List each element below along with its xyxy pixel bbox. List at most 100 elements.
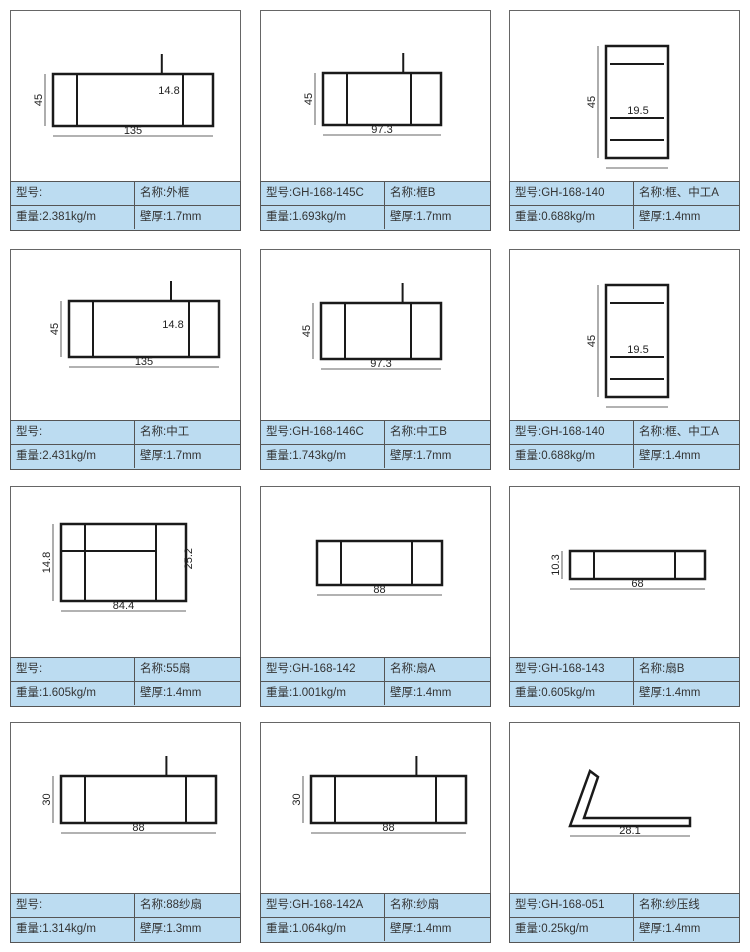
dimension-width: 97.3 [370, 358, 391, 370]
profile-drawing: 19.5 45 [586, 44, 670, 169]
wall-thickness: 壁厚:1.4mm [140, 687, 202, 699]
profile-drawing: 19.5 45 [586, 283, 670, 408]
weight: 重量:0.25kg/m [510, 918, 634, 941]
profile-card: 88 30 型号:GH-168-142A 名称:纱扇重量:1.064kg/m 壁厚:1.… [260, 722, 491, 943]
dimension-width: 88 [132, 822, 144, 834]
profile-shape [67, 299, 221, 359]
dimension-height: 30 [41, 793, 53, 805]
weight: 重量:2.381kg/m [11, 206, 135, 229]
profile-name: 名称:88纱扇 [140, 899, 202, 911]
profile-drawing: 97.345 [301, 283, 443, 370]
weight: 重量:1.001kg/m [261, 682, 385, 705]
profile-shape [315, 539, 444, 587]
profile-drawing: 97.3 45 [303, 53, 443, 136]
weight: 重量:2.431kg/m [11, 445, 135, 468]
dimension-height: 45 [586, 96, 598, 108]
profile-shape [604, 44, 670, 160]
dimension-width: 97.3 [371, 124, 392, 136]
profile-name: 名称:扇B [639, 663, 685, 675]
weight: 重量:1.064kg/m [261, 918, 385, 941]
dimension-width: 88 [382, 822, 394, 834]
profile-shape [604, 283, 670, 399]
wall-thickness: 壁厚:1.3mm [140, 923, 202, 935]
profile-name: 名称:中工B [390, 426, 447, 438]
wall-thickness: 壁厚:1.4mm [639, 211, 701, 223]
model-number: 型号:GH-168-145C [261, 182, 385, 205]
dimension-inner: 19.5 [627, 105, 648, 117]
wall-thickness: 壁厚:1.4mm [639, 687, 701, 699]
wall-thickness: 壁厚:1.4mm [390, 923, 452, 935]
spec-table: 型号:GH-168-146C 名称:中工B 重量:1.743kg/m 壁厚:1.7mm [260, 420, 491, 470]
profile-name: 名称:框、中工A [639, 187, 719, 199]
profile-shape [321, 71, 443, 127]
wall-thickness: 壁厚:1.7mm [390, 450, 452, 462]
profile-name: 名称:纱扇 [390, 899, 440, 911]
dimension-inner: 19.5 [627, 344, 648, 356]
weight: 重量:1.743kg/m [261, 445, 385, 468]
model-number: 型号:GH-168-140 [510, 421, 634, 444]
profile-name: 名称:纱压线 [639, 899, 700, 911]
dimension-height: 45 [33, 94, 45, 106]
dimension-height: 45 [49, 323, 61, 335]
model-number: 型号:GH-168-142 [261, 658, 385, 681]
spec-table: 型号:GH-168-142A 名称:纱扇重量:1.064kg/m 壁厚:1.4mm [260, 893, 491, 943]
dimension-height: 45 [303, 93, 315, 105]
dimension-inner: 14.8 [158, 85, 179, 97]
dimension-width: 135 [135, 356, 153, 368]
wall-thickness: 壁厚:1.7mm [390, 211, 452, 223]
weight: 重量:0.605kg/m [510, 682, 634, 705]
weight: 重量:1.605kg/m [11, 682, 135, 705]
profile-drawing: 88 [315, 539, 444, 596]
dimension-height: 45 [586, 335, 598, 347]
profile-shape [59, 522, 188, 603]
profile-shape [568, 768, 692, 828]
profile-card: 88 30 型号: 名称:88纱扇重量:1.314kg/m 壁厚:1.3mm [10, 722, 241, 943]
dimension-side: 25.2 [183, 548, 195, 569]
model-number: 型号:GH-168-051 [510, 894, 634, 917]
wall-thickness: 壁厚:1.4mm [390, 687, 452, 699]
dimension-height: 30 [291, 793, 303, 805]
wall-thickness: 壁厚:1.7mm [140, 450, 202, 462]
dimension-height: 14.8 [41, 552, 53, 573]
model-number: 型号:GH-168-146C [261, 421, 385, 444]
spec-table: 型号:GH-168-143 名称:扇B 重量:0.605kg/m 壁厚:1.4mm [509, 657, 740, 707]
model-number: 型号: [11, 894, 135, 917]
profile-drawing: 88 30 [291, 756, 468, 834]
model-number: 型号: [11, 182, 135, 205]
model-number: 型号:GH-168-143 [510, 658, 634, 681]
profile-drawing: 135 45 14.8 [33, 54, 215, 137]
profile-name: 名称:框B [390, 187, 436, 199]
profile-name: 名称:框、中工A [639, 426, 719, 438]
wall-thickness: 壁厚:1.7mm [140, 211, 202, 223]
spec-table: 型号:GH-168-145C 名称:框B 重量:1.693kg/m 壁厚:1.7mm [260, 181, 491, 231]
profile-shape [309, 774, 468, 825]
weight: 重量:1.693kg/m [261, 206, 385, 229]
profile-shape [319, 301, 443, 361]
profile-card: 97.3 45 型号:GH-168-145C 名称:框B 重量:1.693kg/m 壁厚:… [260, 10, 491, 231]
profile-drawing: 28.1 [568, 768, 692, 837]
dimension-width: 135 [124, 125, 142, 137]
model-number: 型号:GH-168-142A [261, 894, 385, 917]
profile-drawing: 88 30 [41, 756, 218, 834]
weight: 重量:0.688kg/m [510, 206, 634, 229]
wall-thickness: 壁厚:1.4mm [639, 450, 701, 462]
dimension-width: 28.1 [619, 825, 640, 837]
profile-name: 名称:外框 [140, 187, 190, 199]
weight: 重量:1.314kg/m [11, 918, 135, 941]
